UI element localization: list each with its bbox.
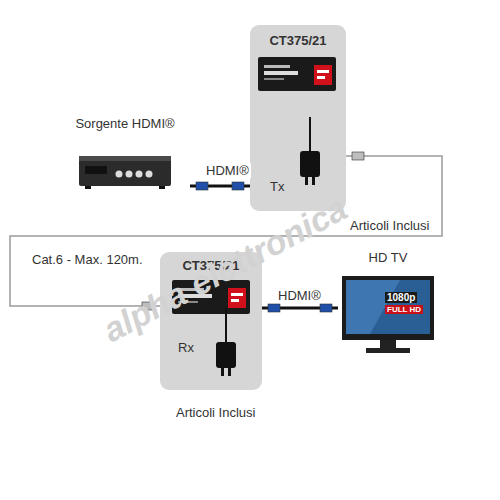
cable-plug <box>320 304 332 312</box>
cable-label: HDMI® <box>204 163 251 178</box>
cable-plug <box>196 182 208 190</box>
product-code: CT375/21 <box>250 33 346 48</box>
unit-tag: Tx <box>270 179 284 194</box>
cable-plug <box>268 304 280 312</box>
kit-panel: CT375/21Tx <box>250 25 346 211</box>
cable-plug <box>232 182 244 190</box>
device-heading: Sorgente HDMI® <box>60 116 190 131</box>
device-node: Sorgente HDMI® <box>60 116 190 204</box>
hdmi-source-illustration <box>77 150 177 192</box>
cable-label: Cat.6 - Max. 120m. <box>30 252 145 267</box>
included-note: Articoli Inclusi <box>176 405 255 420</box>
tv-illustration <box>340 274 436 356</box>
resolution-badge: 1080p <box>385 292 417 303</box>
hdmi-cable <box>262 304 338 312</box>
cable-label: HDMI® <box>276 288 323 303</box>
device-heading: HD TV <box>338 250 438 265</box>
transmitter-illustration <box>256 55 342 203</box>
cable-plug <box>352 152 364 160</box>
unit-tag: Rx <box>178 340 194 355</box>
hdmi-cable <box>190 182 250 190</box>
included-note: Articoli Inclusi <box>350 218 429 233</box>
full-hd-badge: FULL HD <box>385 305 423 314</box>
